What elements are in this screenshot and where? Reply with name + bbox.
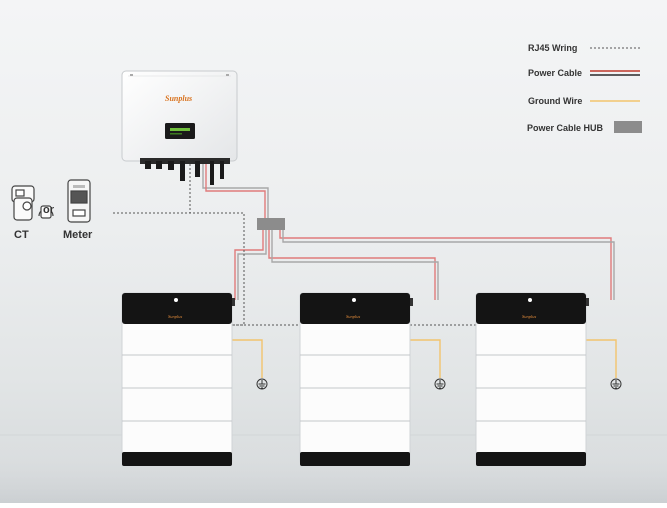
battery-ports (232, 298, 589, 306)
meter-label: Meter (63, 229, 93, 241)
battery-3-brand: Sunplus (522, 314, 537, 319)
ground-symbol-1 (256, 378, 268, 390)
battery-3: Sunplus (475, 292, 587, 466)
inverter: Sunplus (121, 70, 238, 185)
meter-icon (67, 179, 91, 223)
ct-label: CT (14, 229, 29, 241)
legend-hub-label: Power Cable HUB (527, 123, 604, 133)
inverter-brand: Sunplus (165, 94, 192, 103)
ground-symbol-3 (610, 378, 622, 390)
legend-hub-swatch (614, 121, 642, 133)
legend-ground-label: Ground Wire (528, 96, 582, 106)
or-label: or (43, 204, 55, 216)
power-cables (202, 160, 615, 300)
ground-symbol-2 (434, 378, 446, 390)
legend-rj45-label: RJ45 Wring (528, 43, 577, 53)
ct-clamp-icon (38, 205, 54, 219)
battery-1: Sunplus (121, 292, 233, 466)
battery-1-brand: Sunplus (168, 314, 183, 319)
legend: RJ45 Wring Power Cable Ground Wire Power… (527, 43, 642, 133)
battery-2: Sunplus (299, 292, 411, 466)
power-cable-hub (257, 218, 285, 230)
battery-2-brand: Sunplus (346, 314, 361, 319)
ct-icon (11, 185, 35, 221)
rj45-wiring (113, 160, 478, 326)
legend-power-label: Power Cable (528, 68, 582, 78)
ground-wires (232, 339, 617, 378)
